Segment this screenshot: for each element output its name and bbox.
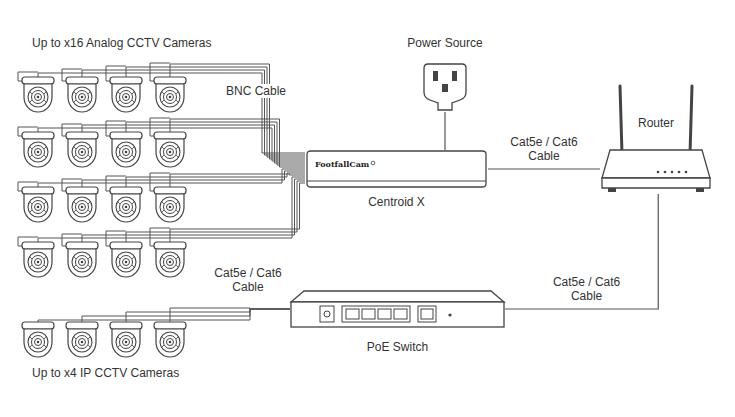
network-cable	[488, 169, 600, 170]
analog-camera	[110, 77, 142, 112]
analog-camera	[110, 187, 142, 222]
analog-camera	[154, 77, 186, 112]
bnc-wire	[170, 183, 305, 242]
router: Router	[600, 148, 712, 194]
cable-label: BNC Cable	[224, 84, 288, 98]
cable-line	[488, 168, 600, 169]
ip-camera	[154, 322, 186, 357]
cable-line	[505, 194, 658, 309]
analog-camera	[154, 242, 186, 277]
bnc-wire	[82, 171, 305, 187]
group-caption: Up to x16 Analog CCTV Cameras	[32, 36, 211, 50]
analog-camera	[22, 187, 54, 222]
cable-label: Cat5e / Cat6 Cable	[206, 266, 290, 294]
analog-camera	[110, 132, 142, 167]
analog-camera	[66, 77, 98, 112]
ip-camera-cable	[170, 308, 290, 322]
analog-camera	[154, 187, 186, 222]
router-outline	[600, 148, 712, 194]
analog-camera	[22, 77, 54, 112]
analog-camera	[66, 132, 98, 167]
ip-camera	[66, 322, 98, 357]
bnc-wire	[82, 179, 305, 242]
ip-camera	[110, 322, 142, 357]
analog-camera	[22, 132, 54, 167]
bnc-wire	[38, 177, 305, 242]
node-label: Power Source	[407, 36, 482, 50]
ip-camera-cable	[82, 309, 290, 322]
group-caption: Up to x4 IP CCTV Cameras	[32, 366, 179, 380]
logo-text: FootfallCam	[315, 159, 369, 169]
ip-camera-cable	[38, 309, 290, 322]
edge-label: Cat5e / Cat6 Cable	[548, 275, 626, 303]
analog-camera	[154, 132, 186, 167]
bnc-wire	[170, 174, 305, 187]
bnc-wire	[126, 173, 305, 187]
ip-camera	[22, 322, 54, 357]
bnc-wire	[126, 122, 305, 165]
edge-label: Cat5e / Cat6 Cable	[505, 135, 583, 163]
analog-camera	[110, 242, 142, 277]
node-label: Router	[638, 116, 674, 130]
network-cable	[445, 112, 446, 150]
analog-camera	[66, 187, 98, 222]
cable-line	[444, 112, 445, 150]
centroid-device: FootfallCamCentroid X	[305, 150, 488, 188]
poe-switch-outline	[290, 290, 505, 328]
power-plug-outline	[422, 62, 468, 112]
analog-camera	[66, 242, 98, 277]
bnc-wire	[170, 119, 305, 167]
centroid-device-outline	[305, 150, 488, 188]
power-plug: Power Source	[422, 62, 468, 112]
bnc-wire	[126, 181, 305, 242]
analog-camera	[22, 242, 54, 277]
node-label: PoE Switch	[367, 340, 428, 354]
bnc-wire	[38, 169, 305, 187]
poe-switch: PoE Switch	[290, 290, 505, 328]
ip-camera-cable	[126, 309, 290, 322]
bnc-wire	[170, 64, 305, 159]
node-label: Centroid X	[368, 195, 425, 209]
network-cable	[505, 194, 658, 309]
